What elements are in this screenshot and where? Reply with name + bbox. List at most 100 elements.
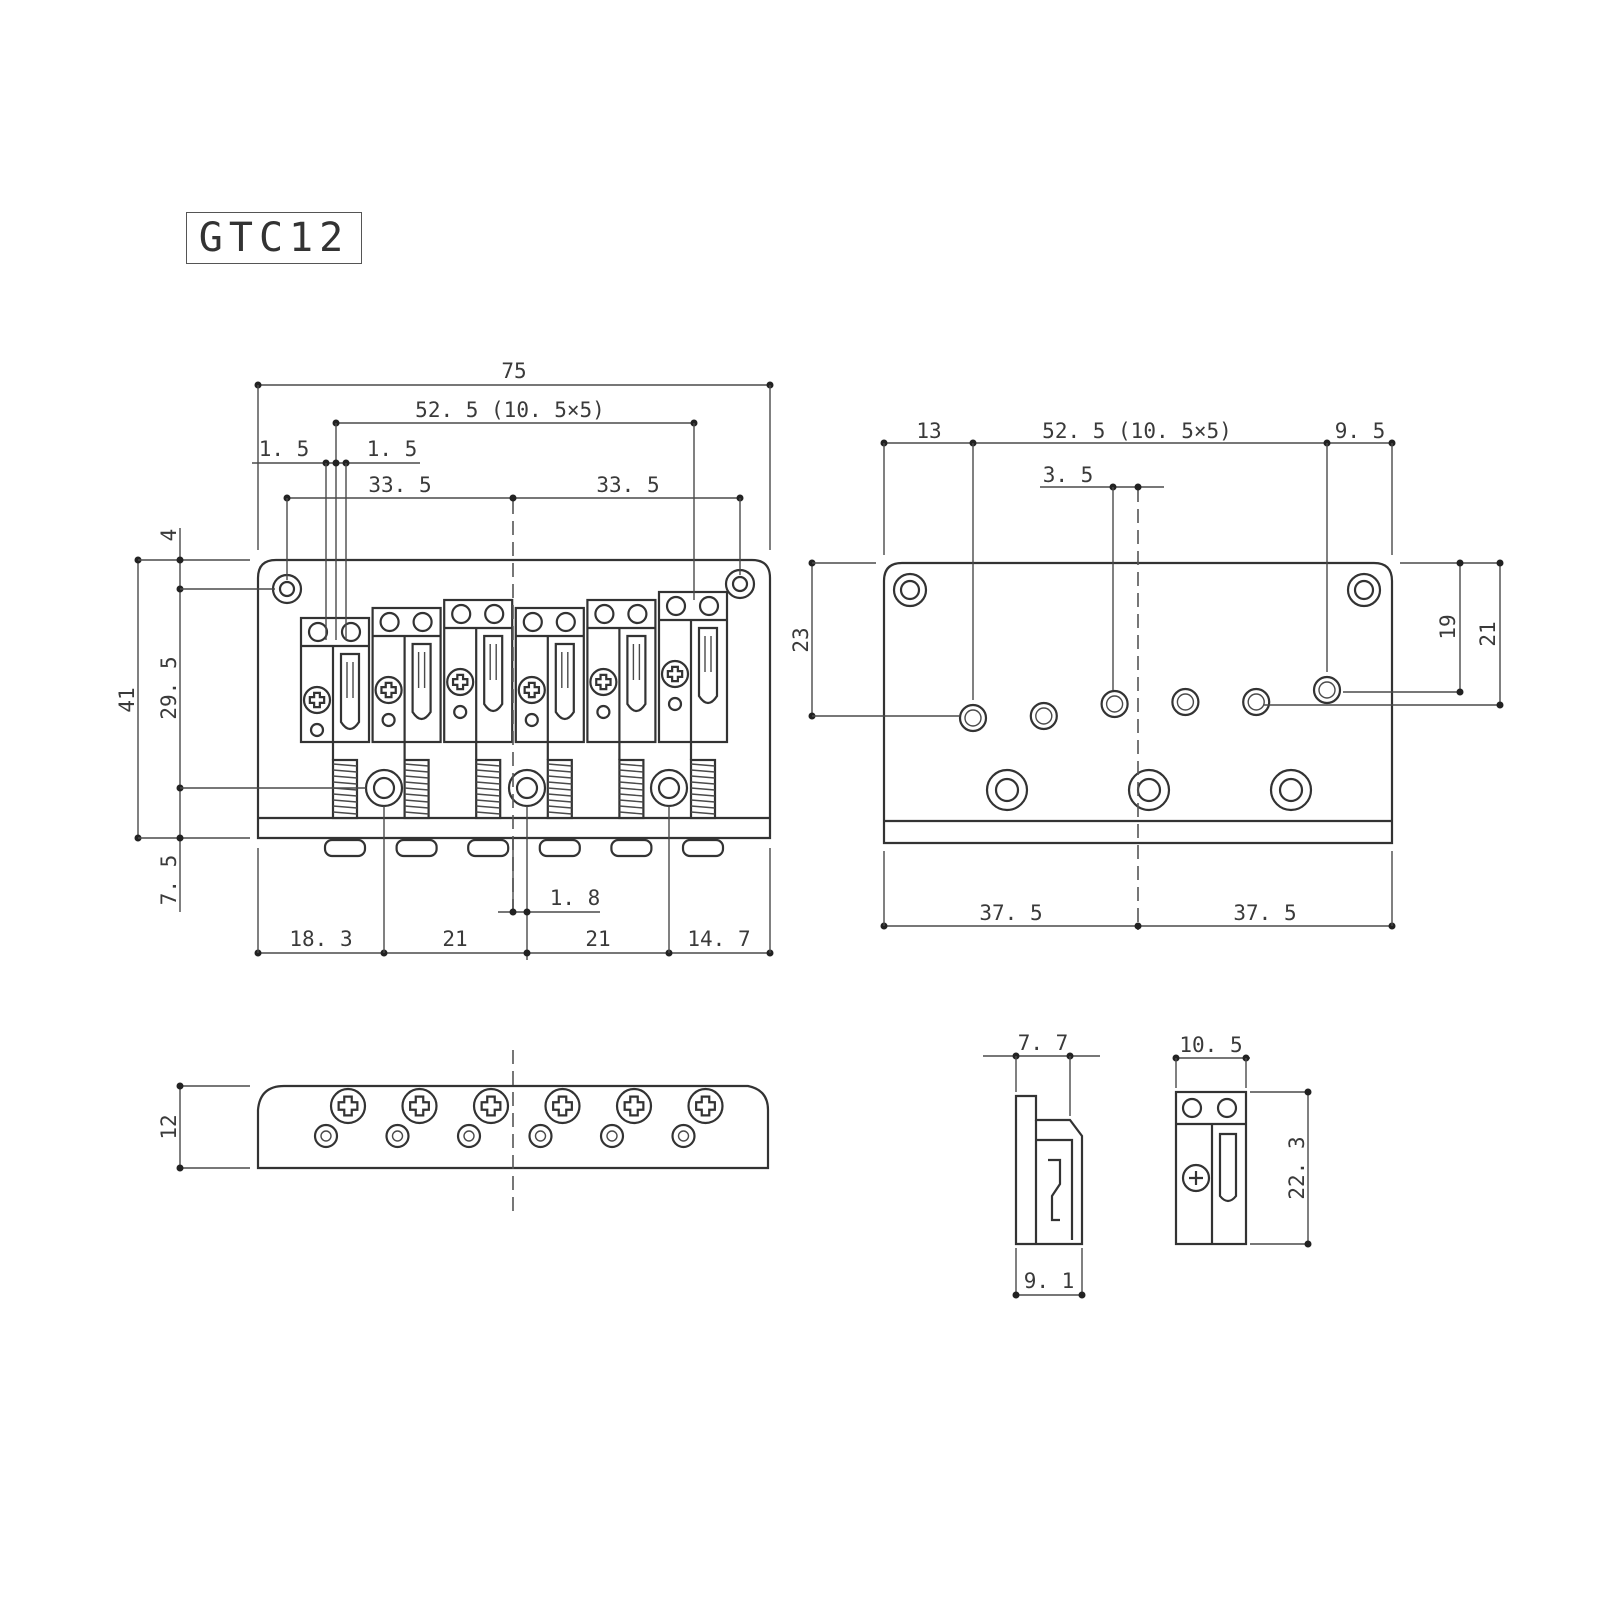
- set-screw-icon: [340, 621, 362, 643]
- saddle: [657, 590, 729, 820]
- screw-head-icon: [374, 675, 403, 705]
- small-hole-icon: [313, 1123, 339, 1149]
- dim-bottom-c: 21: [585, 927, 610, 951]
- top-view-dimensions: 75 52. 5 (10. 5×5) 1. 5 1. 5 33. 5 33. 5…: [115, 359, 774, 960]
- mount-hole-icon: [1346, 572, 1382, 608]
- set-screw-icon: [555, 611, 576, 633]
- pivot-hole-icon: [1127, 768, 1171, 812]
- set-screw-icon: [698, 595, 720, 617]
- small-hole-icon: [456, 1123, 482, 1149]
- bottom-view-baseplate: [882, 561, 1394, 845]
- small-hole-icon: [671, 1123, 696, 1149]
- screw-head-icon: [472, 1087, 510, 1125]
- dim-top-offset: 4: [157, 529, 181, 542]
- top-view-baseplate: [256, 558, 772, 840]
- string-ferrule: [323, 838, 367, 858]
- screw-head-icon: [401, 1087, 438, 1125]
- string-hole-icon: [1100, 689, 1129, 719]
- saddle: [299, 616, 371, 820]
- bottom-view-dimensions: 13 52. 5 (10. 5×5) 9. 5 3. 5 23 19 21 37…: [789, 419, 1504, 930]
- saddle-front-view: 10. 5 22. 3: [1172, 1033, 1312, 1248]
- mount-hole-icon: [892, 572, 928, 608]
- dim-half-right: 37. 5: [1233, 901, 1296, 925]
- slot: [483, 634, 504, 713]
- pivot-hole-icon: [985, 768, 1029, 812]
- saddle: [514, 606, 585, 820]
- model-title: GTC12: [186, 212, 362, 264]
- set-screw-icon: [522, 611, 543, 633]
- slot: [554, 642, 575, 721]
- pivot-hole-icon: [649, 768, 689, 808]
- small-hole-icon: [453, 704, 468, 720]
- dim-right-margin: 9. 5: [1335, 419, 1386, 443]
- set-screw-icon: [412, 611, 433, 633]
- dim-offset-left: 1. 5: [259, 437, 310, 461]
- dim-string-spacing: 52. 5 (10. 5×5): [1042, 419, 1232, 443]
- dim-height-outer: 21: [1476, 621, 1500, 646]
- dim-hole-vertical: 29. 5: [157, 656, 181, 719]
- string-ferrule: [467, 838, 510, 858]
- string-ferrule: [538, 838, 581, 858]
- front-view: 12: [157, 1050, 770, 1212]
- small-hole-icon: [524, 712, 539, 728]
- saddle-group: [299, 590, 729, 820]
- screw-head-icon: [589, 667, 618, 697]
- screw-head-icon: [446, 667, 475, 697]
- string-ferrule: [610, 838, 653, 858]
- small-hole-icon: [528, 1123, 553, 1149]
- set-screw-icon: [451, 603, 472, 625]
- dim-lip: 7. 5: [157, 855, 181, 906]
- set-screw-icon: [484, 603, 505, 625]
- string-hole-icon: [958, 703, 988, 733]
- saddle-side-body: [1014, 1094, 1084, 1246]
- screw-head-icon: [544, 1087, 581, 1125]
- string-hole-icon: [1312, 675, 1342, 705]
- saddle: [586, 598, 657, 820]
- string-hole-icon: [1029, 701, 1058, 731]
- pivot-hole-icon: [364, 768, 404, 808]
- saddle: [371, 606, 442, 820]
- small-hole-icon: [596, 704, 611, 720]
- slot: [339, 652, 361, 731]
- set-screw-icon: [379, 611, 400, 633]
- dim-left-margin: 13: [916, 419, 941, 443]
- set-screw-icon: [594, 603, 615, 625]
- pivot-hole-icon: [1269, 768, 1313, 812]
- top-view: [256, 500, 772, 920]
- screw-head-icon: [660, 659, 690, 689]
- screw-head-icon: [615, 1087, 653, 1125]
- screw-head-icon: [1181, 1163, 1211, 1193]
- screw-head-icon: [329, 1087, 367, 1125]
- string-hole-icon: [1242, 687, 1271, 717]
- small-hole-icon: [385, 1123, 410, 1149]
- slot: [411, 642, 432, 721]
- saddle: [443, 598, 514, 820]
- dim-overall-width: 75: [501, 359, 526, 383]
- pivot-hole-icon: [507, 768, 547, 808]
- dim-bottom-a: 18. 3: [289, 927, 352, 951]
- dim-center-offset: 1. 8: [550, 886, 601, 910]
- small-hole-icon: [381, 712, 396, 728]
- small-hole-icon: [599, 1123, 625, 1149]
- dim-center-offset: 3. 5: [1043, 463, 1094, 487]
- dim-saddle-bottom: 9. 1: [1024, 1269, 1075, 1293]
- dim-front-height: 12: [157, 1114, 181, 1139]
- dim-mount-right: 33. 5: [596, 473, 659, 497]
- small-hole-icon: [667, 696, 683, 712]
- set-screw-icon: [627, 603, 648, 625]
- dim-string-spacing: 52. 5 (10. 5×5): [415, 398, 605, 422]
- screw-head-icon: [687, 1087, 724, 1125]
- set-screw-icon: [307, 621, 329, 643]
- dim-bottom-b: 21: [442, 927, 467, 951]
- dim-height-inner: 19: [1436, 614, 1460, 639]
- small-hole-icon: [309, 722, 325, 738]
- dim-offset-right: 1. 5: [367, 437, 418, 461]
- bottom-view: [882, 488, 1394, 930]
- string-ferrule: [395, 838, 438, 858]
- string-hole-icon: [1171, 687, 1200, 717]
- dim-bottom-d: 14. 7: [687, 927, 750, 951]
- screw-head-icon: [517, 675, 546, 705]
- dim-saddle-width: 10. 5: [1179, 1033, 1242, 1057]
- screw-head-icon: [302, 685, 332, 715]
